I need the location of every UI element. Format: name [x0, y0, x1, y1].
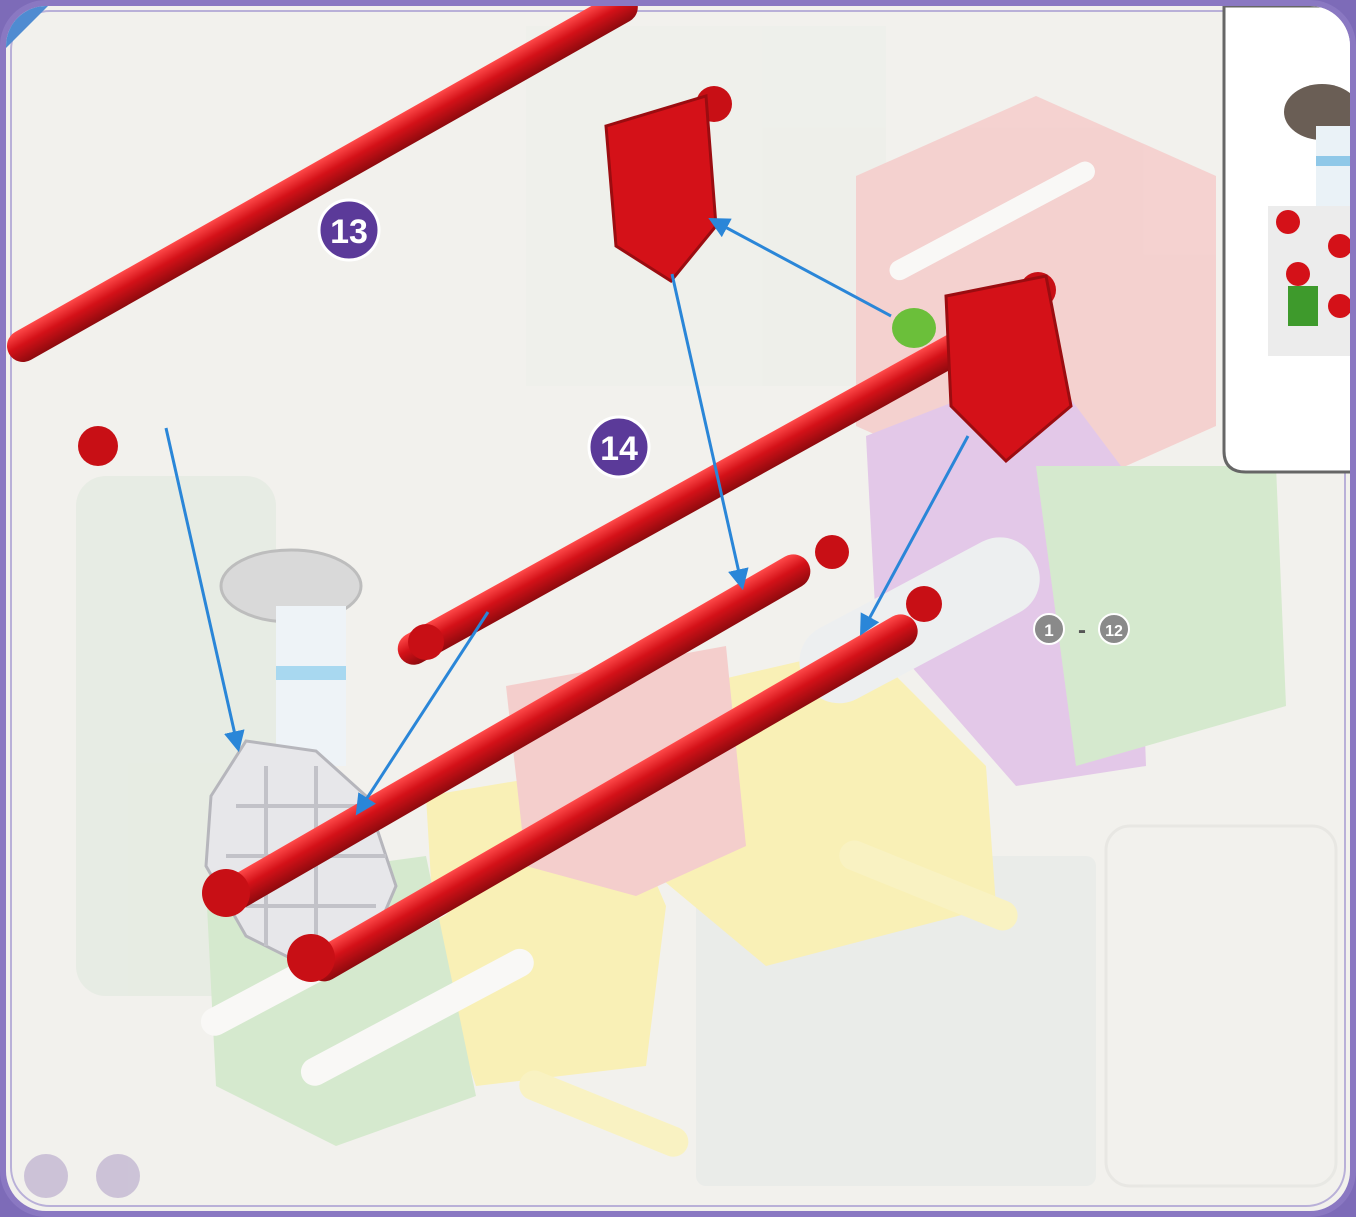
rod-lower-b: [306, 614, 918, 982]
connector-14: [944, 274, 1073, 464]
panel-inner-border: [10, 10, 1346, 1207]
arrow-to-lower-rod: [860, 435, 970, 636]
step-badge-13: 13: [317, 198, 381, 262]
step-badge-14: 14: [587, 415, 651, 479]
prev-from-label: 1: [1044, 621, 1053, 640]
arrow-rod13-to-gear: [164, 427, 245, 753]
inset-preview: [1222, 6, 1350, 474]
previous-steps-badge: 1 - 12: [1033, 613, 1130, 645]
prev-to-label: 12: [1105, 623, 1123, 640]
rod-13: [7, 6, 638, 362]
faded-step-reference: [24, 1154, 140, 1198]
arrow-connector-to-rod: [670, 273, 749, 591]
arrow-to-connector: [708, 218, 892, 318]
rod-14: [397, 318, 997, 665]
rod-lower-a: [216, 554, 811, 912]
corner-tab: [6, 6, 48, 48]
step-14-label: 14: [600, 430, 638, 468]
prev-dash-label: -: [1078, 617, 1086, 644]
connector-13: [604, 94, 718, 283]
red-rods: [7, 6, 1073, 982]
assembly-illustration: 13 14 1 - 12: [7, 6, 1350, 1198]
step-13-label: 13: [330, 213, 368, 251]
assembly-arrows: [164, 218, 970, 816]
arrow-rod14-to-gear: [355, 611, 490, 816]
